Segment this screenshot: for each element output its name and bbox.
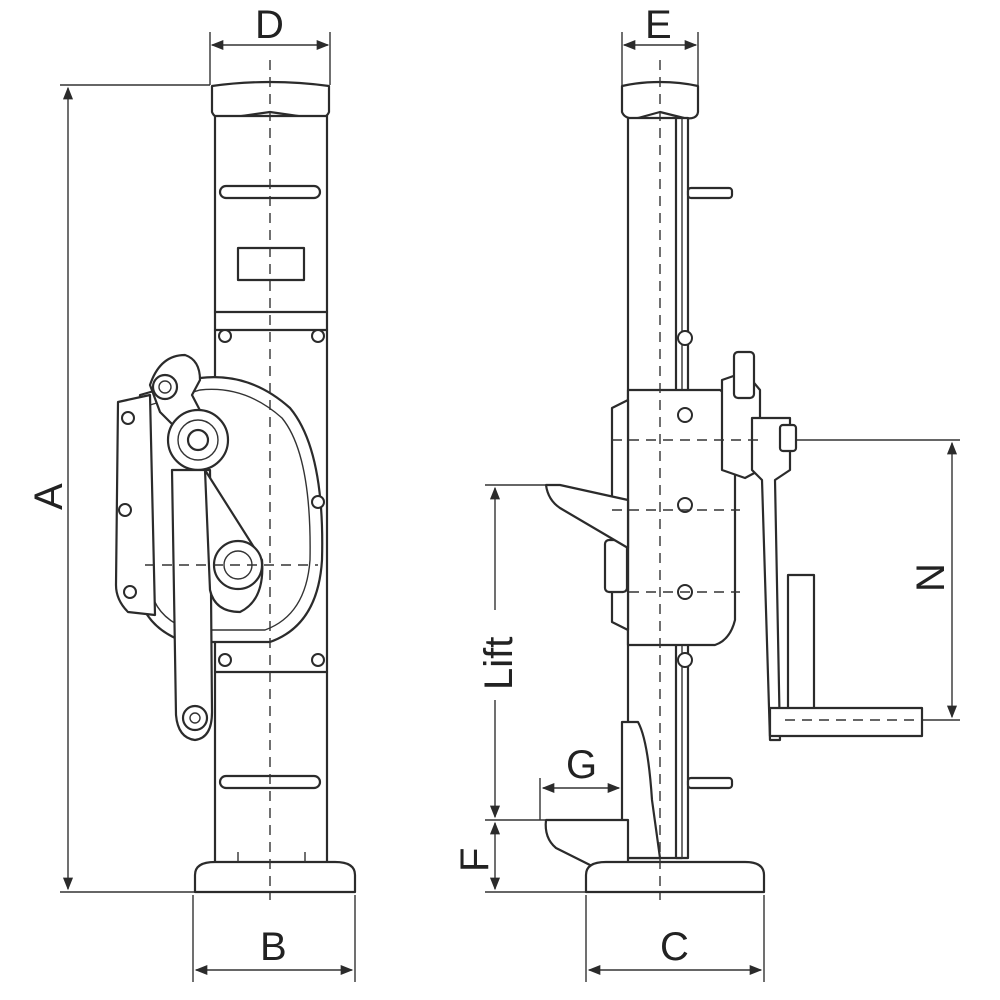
side-toe-upright [620, 720, 662, 860]
side-upper-toe [544, 483, 630, 550]
front-ratchet-gear [166, 408, 230, 472]
label-f: F [453, 848, 497, 872]
side-bolt [677, 497, 693, 513]
front-pawl-pivot [151, 373, 179, 401]
front-side-plate [114, 393, 157, 617]
side-view [485, 32, 960, 982]
front-nameplate [236, 246, 306, 282]
side-base [584, 860, 766, 894]
dimension-lines [62, 39, 958, 976]
side-crank-nut [778, 423, 798, 453]
side-housing [626, 388, 737, 647]
front-handle-end [181, 704, 209, 732]
side-hub [603, 538, 629, 594]
front-crank-handle [170, 468, 214, 742]
side-handle-grip [786, 573, 816, 727]
side-bolt [677, 330, 693, 346]
front-view [60, 32, 357, 982]
label-e: E [645, 3, 672, 47]
label-g: G [566, 743, 597, 787]
label-lift: Lift [477, 637, 521, 690]
side-handle-bar [768, 706, 924, 738]
side-upper-pin [686, 186, 734, 200]
label-a: A [27, 483, 71, 510]
front-bolt [118, 503, 132, 517]
side-bolt [677, 652, 693, 668]
side-pawl-lever [732, 350, 756, 400]
front-bolt [311, 329, 325, 343]
front-base [193, 860, 357, 894]
side-lower-pin [686, 776, 734, 790]
label-d: D [255, 3, 284, 47]
label-n: N [909, 563, 953, 592]
front-bolt [123, 585, 137, 599]
side-crank-arm [750, 416, 792, 742]
front-bolt [311, 495, 325, 509]
front-bolt [218, 329, 232, 343]
side-bolt [677, 407, 693, 423]
label-b: B [260, 925, 287, 969]
label-c: C [660, 925, 689, 969]
front-bolt [121, 411, 135, 425]
front-bolt [218, 653, 232, 667]
front-bolt [311, 653, 325, 667]
